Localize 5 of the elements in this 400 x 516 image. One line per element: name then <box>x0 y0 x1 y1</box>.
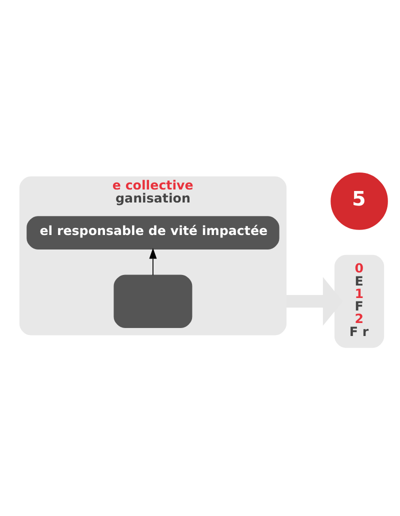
arrow <box>149 247 157 276</box>
node-box: el responsable de vité impactée <box>26 216 280 249</box>
node-circle: 5 <box>330 172 388 230</box>
node-box: 0 E 1 F 2 F r <box>334 254 384 348</box>
node-box <box>114 274 192 328</box>
